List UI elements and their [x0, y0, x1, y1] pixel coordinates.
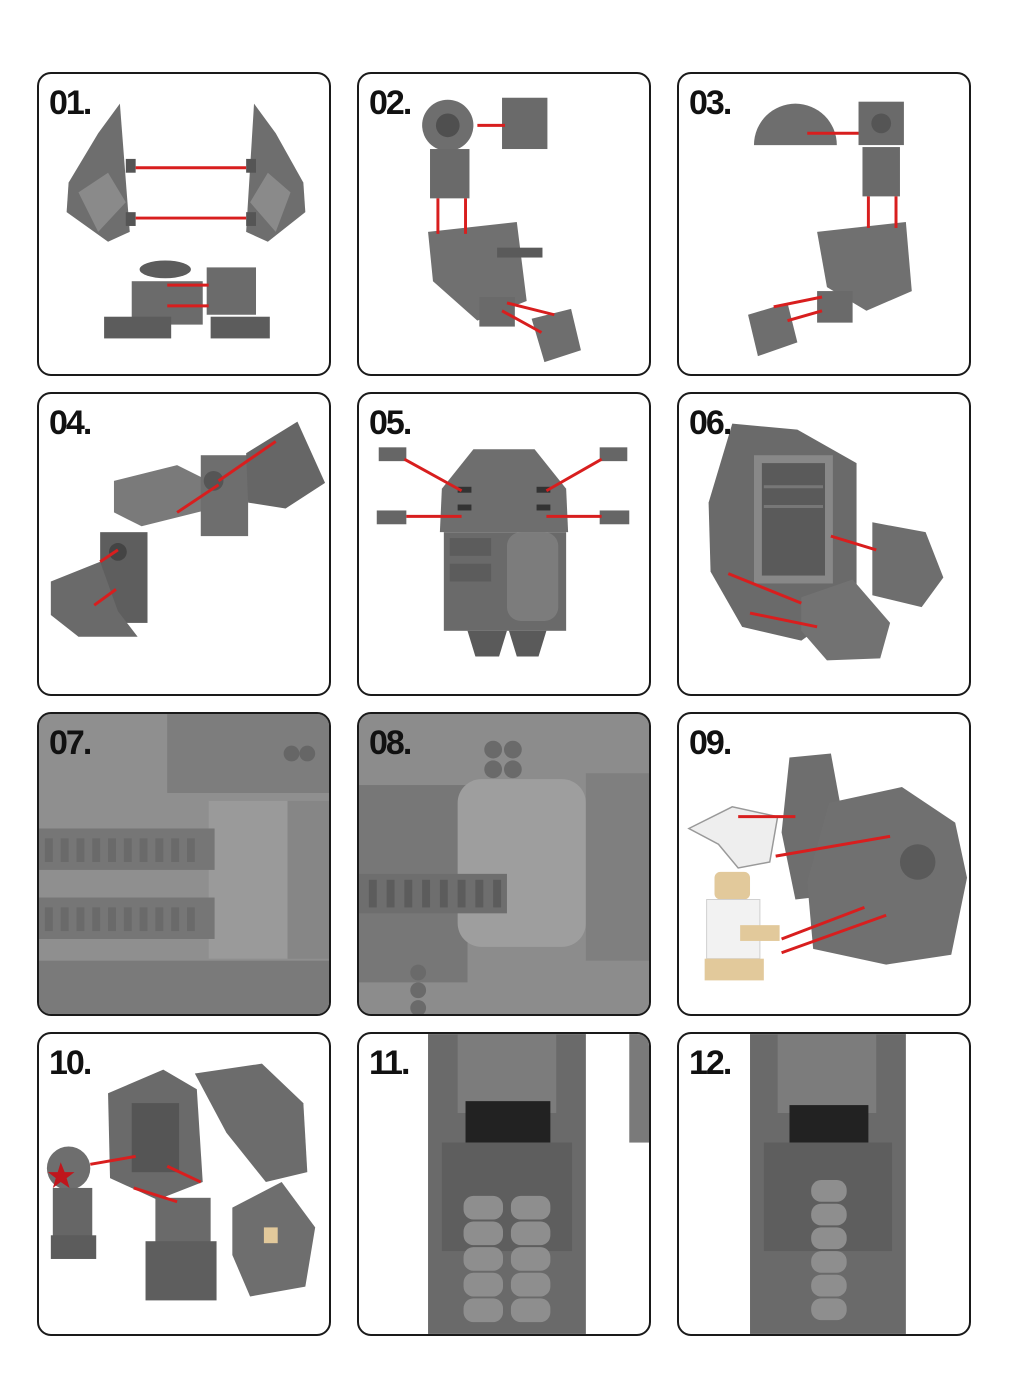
step-number: 05. — [369, 404, 412, 442]
step-panel-05: 05. — [357, 392, 651, 696]
step-number: 10. — [49, 1044, 92, 1082]
step-number: 02. — [369, 84, 412, 122]
arm-assembly-render — [422, 97, 581, 363]
step-panel-01: 01. — [37, 72, 331, 376]
single-ammo-feed-closeup-render — [750, 1034, 906, 1334]
arm-helmet-assembly-render — [748, 101, 912, 357]
step-number: 04. — [49, 404, 92, 442]
step-panel-12: 12. — [677, 1032, 971, 1336]
step-panel-11: 11. — [357, 1032, 651, 1336]
cockpit-minifig-render — [687, 753, 968, 981]
gun-barrel-closeup-render — [359, 714, 649, 1014]
step-number: 08. — [369, 724, 412, 762]
shoulder-armor-parts-render — [66, 103, 306, 339]
step-panel-03: 03. — [677, 72, 971, 376]
step-panel-06: 06. — [677, 392, 971, 696]
step-panel-08: 08. — [357, 712, 651, 1016]
ammo-belt-closeup-render — [39, 714, 329, 1014]
torso-shell-render — [708, 423, 944, 661]
step-panel-09: 09. — [677, 712, 971, 1016]
torso-assembly-render — [376, 447, 630, 657]
full-mech-exploded-render — [46, 1063, 316, 1301]
step-number: 11. — [369, 1044, 410, 1082]
double-ammo-feed-closeup-render — [428, 1034, 649, 1334]
step-number: 06. — [689, 404, 732, 442]
step-number: 07. — [49, 724, 92, 762]
step-panel-02: 02. — [357, 72, 651, 376]
step-number: 12. — [689, 1044, 732, 1082]
step-panel-04: 04. — [37, 392, 331, 696]
step-number: 01. — [49, 84, 92, 122]
step-panel-07: 07. — [37, 712, 331, 1016]
step-number: 03. — [689, 84, 732, 122]
step-panel-10: 10. — [37, 1032, 331, 1336]
leg-assembly-render — [50, 421, 326, 637]
step-number: 09. — [689, 724, 732, 762]
